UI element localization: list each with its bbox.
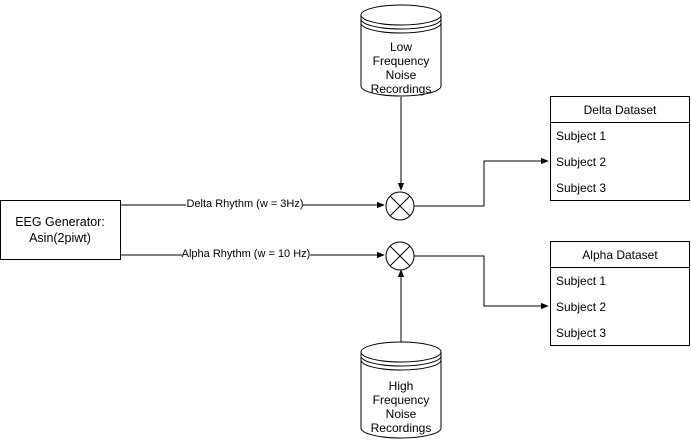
delta-subject-3: Subject 3 [556, 181, 606, 195]
low-noise-line-2: Frequency [373, 54, 430, 68]
generator-line-1: EEG Generator: [15, 215, 105, 229]
generator-line-2: Asin(2piwt) [29, 231, 91, 245]
delta-rhythm-label: Delta Rhythm (w = 3Hz) [186, 198, 303, 210]
alpha-subject-3: Subject 3 [556, 326, 606, 340]
delta-rhythm-edge: Delta Rhythm (w = 3Hz) [121, 196, 385, 210]
high-noise-line-2: Frequency [373, 393, 430, 407]
delta-subject-2: Subject 2 [556, 155, 606, 169]
high-noise-line-1: High [389, 379, 414, 393]
low-noise-line-1: Low [390, 40, 412, 54]
low-noise-line-3: Noise [386, 68, 417, 82]
delta-dataset-title: Delta Dataset [584, 103, 657, 117]
alpha-multiplier-node [385, 241, 415, 271]
delta-dataset-table: Delta Dataset Subject 1 Subject 2 Subjec… [550, 96, 690, 201]
delta-output-connector [414, 157, 549, 207]
alpha-subject-2: Subject 2 [556, 300, 606, 314]
alpha-subject-1: Subject 1 [556, 274, 606, 288]
delta-subject-1: Subject 1 [556, 129, 606, 143]
eeg-generator-node: EEG Generator: Asin(2piwt) [0, 200, 121, 260]
delta-multiplier-node [385, 191, 415, 221]
high-frequency-noise-database: High Frequency Noise Recordings [360, 341, 442, 439]
high-noise-line-4: Recordings [371, 421, 432, 435]
low-noise-line-4: Recordings [371, 82, 432, 96]
alpha-rhythm-edge: Alpha Rhythm (w = 10 Hz) [121, 246, 385, 260]
alpha-dataset-table: Alpha Dataset Subject 1 Subject 2 Subjec… [550, 241, 690, 346]
alpha-output-connector [414, 255, 549, 310]
alpha-dataset-title: Alpha Dataset [582, 248, 658, 262]
alpha-rhythm-label: Alpha Rhythm (w = 10 Hz) [182, 248, 311, 260]
low-frequency-noise-database: Low Frequency Noise Recordings [360, 4, 442, 97]
high-noise-line-3: Noise [386, 407, 417, 421]
